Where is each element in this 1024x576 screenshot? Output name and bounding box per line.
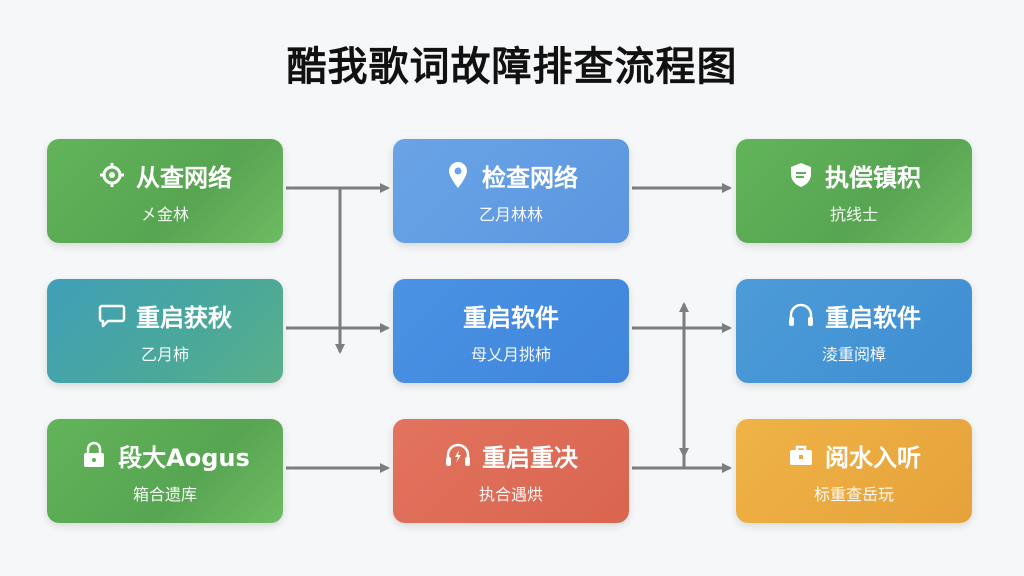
location-pin-icon bbox=[444, 161, 472, 189]
node-label: 段大Aogus bbox=[118, 443, 250, 472]
flow-node-6: 重启重决 执合遇烘 bbox=[393, 419, 629, 523]
flow-node-1: 从查网络 㐅金林 bbox=[47, 139, 283, 243]
node-sublabel: 标重查岳玩 bbox=[813, 484, 894, 504]
headphones-icon bbox=[787, 301, 815, 329]
flow-node-3: 段大Aogus 箱合遗库 bbox=[47, 419, 283, 523]
flow-node-8: 重启软件 淩重阅樟 bbox=[736, 279, 972, 383]
page-title: 酷我歌词故障排查流程图 bbox=[286, 44, 738, 90]
toolbox-icon bbox=[787, 441, 815, 469]
node-sublabel: 㐅金林 bbox=[140, 204, 189, 224]
node-label: 重启获秋 bbox=[136, 303, 232, 332]
node-label: 执偿镇积 bbox=[825, 163, 921, 192]
node-label: 检查网络 bbox=[482, 163, 578, 192]
lock-icon bbox=[80, 441, 108, 469]
node-sublabel: 乙月柿 bbox=[140, 344, 189, 364]
flow-node-2: 重启获秋 乙月柿 bbox=[47, 279, 283, 383]
shield-icon bbox=[787, 161, 815, 189]
node-sublabel: 抗线士 bbox=[829, 204, 878, 224]
node-label: 重启重决 bbox=[482, 443, 578, 472]
node-label: 重启软件 bbox=[463, 303, 559, 332]
flow-node-5: 重启软件 母乂月挑柿 bbox=[393, 279, 629, 383]
node-label: 从查网络 bbox=[136, 163, 232, 192]
node-sublabel: 执合遇烘 bbox=[478, 484, 543, 504]
node-sublabel: 乙月林林 bbox=[478, 204, 543, 224]
node-sublabel: 箱合遗库 bbox=[132, 484, 197, 504]
headphone-bolt-icon bbox=[444, 441, 472, 469]
flow-node-7: 执偿镇积 抗线士 bbox=[736, 139, 972, 243]
node-sublabel: 母乂月挑柿 bbox=[470, 344, 551, 364]
chat-bubble-icon bbox=[98, 301, 126, 329]
node-sublabel: 淩重阅樟 bbox=[821, 344, 886, 364]
node-label: 重启软件 bbox=[825, 303, 921, 332]
flow-node-4: 检查网络 乙月林林 bbox=[393, 139, 629, 243]
flow-node-9: 阅水入听 标重查岳玩 bbox=[736, 419, 972, 523]
gear-icon bbox=[98, 161, 126, 189]
node-label: 阅水入听 bbox=[825, 443, 921, 472]
